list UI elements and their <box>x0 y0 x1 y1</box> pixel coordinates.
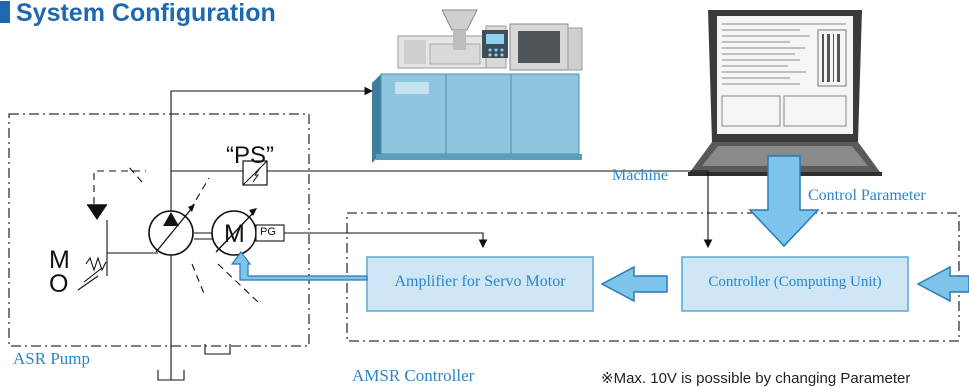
o-label: O <box>49 270 69 298</box>
motor-m-label: M <box>224 220 245 248</box>
asr-pump-boundary <box>8 113 310 347</box>
check-valve-icon <box>87 205 107 220</box>
controller-box <box>681 256 909 312</box>
input-arrow <box>916 265 969 303</box>
controller-to-amplifier-arrow <box>600 265 668 303</box>
asr-pump-label: ASR Pump <box>13 349 90 368</box>
page-title: System Configuration <box>0 0 276 26</box>
laptop-icon <box>688 10 882 176</box>
injection-molding-machine-icon <box>372 9 583 163</box>
m-label: M <box>49 246 70 274</box>
control-parameter-label: Control Parameter <box>808 187 926 204</box>
amplifier-box <box>366 256 594 312</box>
machine-label: Machine <box>612 167 668 184</box>
title-text: System Configuration <box>16 0 276 27</box>
amplifier-label: Amplifier for Servo Motor <box>394 273 566 290</box>
controller-label: Controller (Computing Unit) <box>708 274 882 290</box>
ps-label: “PS” <box>226 142 274 169</box>
pressure-sensor-icon <box>242 160 268 186</box>
title-accent-bar <box>0 1 10 23</box>
parameter-down-arrow <box>748 155 820 248</box>
amplifier-to-motor-arrow <box>230 251 368 281</box>
pg-encoder-box <box>255 224 285 242</box>
relief-valve-icon <box>77 256 107 291</box>
pg-label: PG <box>260 226 276 238</box>
amsr-controller-label: AMSR Controller <box>352 366 475 385</box>
footnote: ※Max. 10V is possible by changing Parame… <box>601 370 911 387</box>
servo-motor-icon <box>211 208 285 256</box>
pump-symbol-icon <box>148 204 195 256</box>
